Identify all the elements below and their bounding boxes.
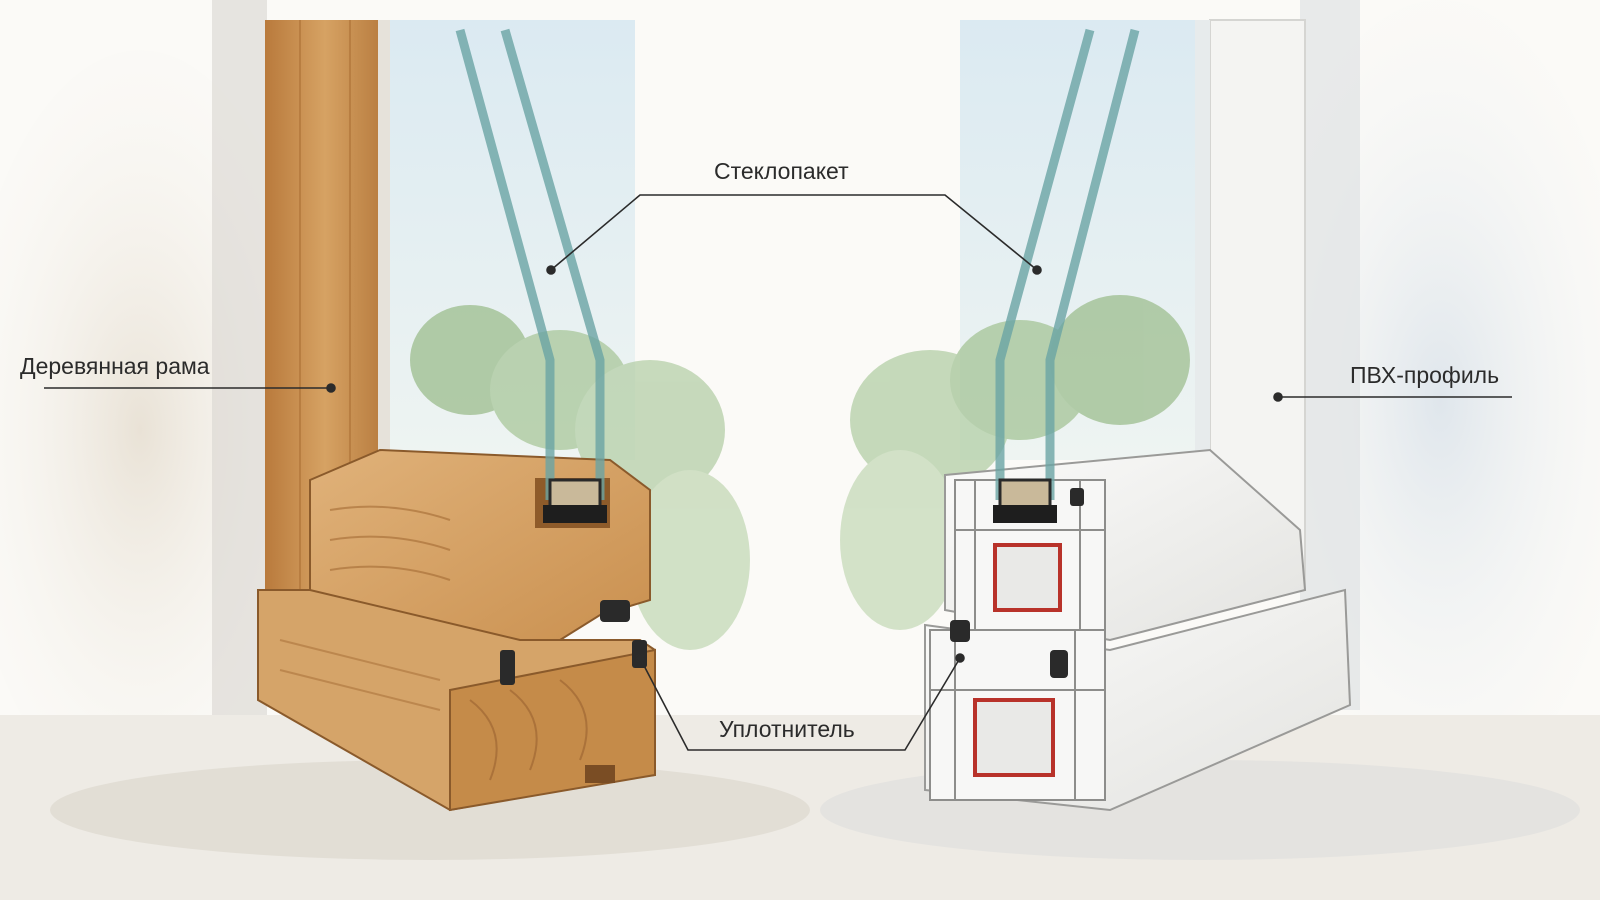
wood-glass-unit bbox=[455, 28, 607, 523]
floor bbox=[0, 715, 1600, 900]
label-seal: Уплотнитель bbox=[719, 716, 855, 742]
leader-seal bbox=[639, 657, 961, 751]
pvc-seals bbox=[950, 488, 1084, 678]
pvc-glass-unit bbox=[993, 28, 1140, 523]
label-wood-frame: Деревянная рама bbox=[20, 353, 210, 379]
wood-window bbox=[257, 20, 750, 812]
leader-lines bbox=[44, 194, 1512, 751]
foliage-right bbox=[840, 295, 1190, 630]
label-glass-unit: Стеклопакет bbox=[714, 158, 849, 184]
leader-glass-left bbox=[550, 194, 1038, 271]
pvc-window bbox=[840, 19, 1352, 812]
wood-frame-profile bbox=[257, 589, 656, 812]
label-pvc-profile: ПВХ-профиль bbox=[1350, 362, 1500, 388]
